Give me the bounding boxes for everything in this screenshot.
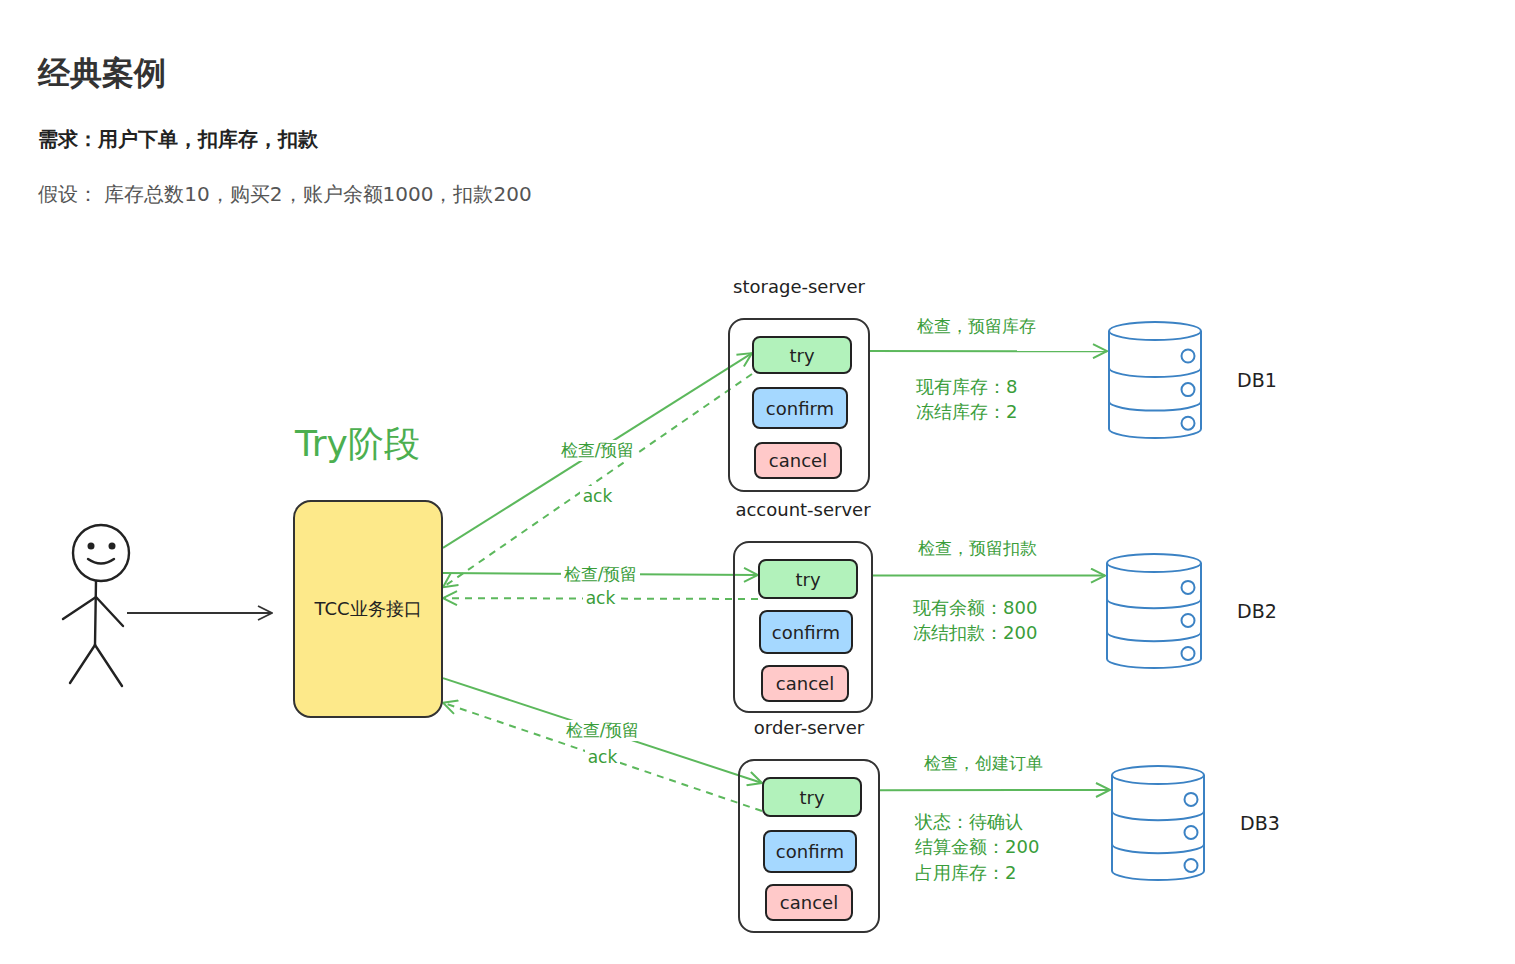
cylinder-outline	[1107, 320, 1203, 440]
text-holder: try	[799, 787, 824, 808]
request-arrow	[880, 789, 1110, 791]
node-label: confirm	[766, 398, 834, 419]
text-holder: confirm	[776, 841, 844, 862]
request-arrow	[443, 353, 752, 548]
text-holder: storage-server	[733, 276, 865, 297]
server-box: account-servertryconfirmcancel	[733, 541, 873, 713]
node-label: try	[799, 787, 824, 808]
text-holder: order-server	[754, 717, 864, 738]
cancel-box: cancel	[761, 665, 849, 702]
ack-arrow	[443, 374, 752, 587]
database: DB2	[1105, 552, 1203, 670]
request-arrow	[870, 350, 1107, 352]
node-label: confirm	[776, 841, 844, 862]
edge-label: 检查/预留	[558, 440, 638, 460]
database: DB3	[1110, 764, 1206, 882]
node-label: TCC业务接口	[314, 598, 421, 619]
state-note: 占用库存：2	[915, 861, 1016, 885]
confirm-box: confirm	[752, 387, 848, 429]
text-holder: confirm	[772, 622, 840, 643]
node-label: cancel	[780, 892, 838, 913]
try-box: try	[762, 777, 862, 817]
text-holder: confirm	[766, 398, 834, 419]
edge-label: 检查，创建订单	[921, 753, 1046, 773]
state-note: 冻结扣款：200	[913, 621, 1037, 645]
edge-label: ack	[585, 747, 621, 767]
node-heading: DB2	[1237, 600, 1277, 622]
server-box: order-servertryconfirmcancel	[738, 759, 880, 933]
text-holder: account-server	[735, 499, 870, 520]
request-arrow	[443, 678, 762, 783]
try-box: try	[758, 559, 858, 599]
cancel-box: cancel	[765, 884, 853, 921]
node-heading: DB3	[1240, 812, 1280, 834]
state-note: 状态：待确认	[915, 810, 1023, 834]
assumption: 假设： 库存总数10，购买2，账户余额1000，扣款200	[38, 181, 532, 208]
cancel-box: cancel	[754, 442, 842, 479]
node-heading: storage-server	[733, 276, 865, 297]
database: DB1	[1107, 320, 1203, 440]
requirement: 需求：用户下单，扣库存，扣款	[38, 126, 318, 153]
try-box: try	[752, 336, 852, 374]
node-heading: account-server	[735, 499, 870, 520]
text-holder: cancel	[769, 450, 827, 471]
text-holder: DB3	[1240, 812, 1280, 834]
edge-label: 检查，预留库存	[914, 316, 1039, 336]
server-box: storage-servertryconfirmcancel	[728, 318, 870, 492]
node-label: confirm	[772, 622, 840, 643]
state-note: 冻结库存：2	[916, 400, 1017, 424]
text-holder: try	[795, 569, 820, 590]
node-heading: DB1	[1237, 369, 1277, 391]
node-label: try	[789, 345, 814, 366]
page-title: 经典案例	[38, 52, 166, 96]
state-note: 结算金额：200	[915, 835, 1039, 859]
edge-label: ack	[580, 486, 616, 506]
confirm-box: confirm	[763, 830, 857, 873]
text-holder: DB1	[1237, 369, 1277, 391]
user-arrow	[127, 612, 272, 614]
node-label: try	[795, 569, 820, 590]
edge-label: ack	[583, 588, 619, 608]
cylinder-outline	[1110, 764, 1206, 882]
text-holder: TCC业务接口	[314, 597, 421, 621]
confirm-box: confirm	[759, 610, 853, 654]
request-arrow	[873, 574, 1105, 576]
state-note: 现有余额：800	[913, 596, 1037, 620]
node-heading: order-server	[754, 717, 864, 738]
cylinder-outline	[1105, 552, 1203, 670]
text-holder: DB2	[1237, 600, 1277, 622]
phase-title: Try阶段	[295, 420, 420, 469]
text-holder: try	[789, 345, 814, 366]
state-note: 现有库存：8	[916, 375, 1017, 399]
edge-label: 检查/预留	[561, 564, 641, 584]
interface-box: TCC业务接口	[293, 500, 443, 718]
ack-arrow	[443, 703, 762, 811]
edge-label: 检查/预留	[563, 720, 643, 740]
node-label: cancel	[769, 450, 827, 471]
node-label: cancel	[776, 673, 834, 694]
edge-label: 检查，预留扣款	[915, 538, 1040, 558]
text-holder: cancel	[776, 673, 834, 694]
text-holder: cancel	[780, 892, 838, 913]
